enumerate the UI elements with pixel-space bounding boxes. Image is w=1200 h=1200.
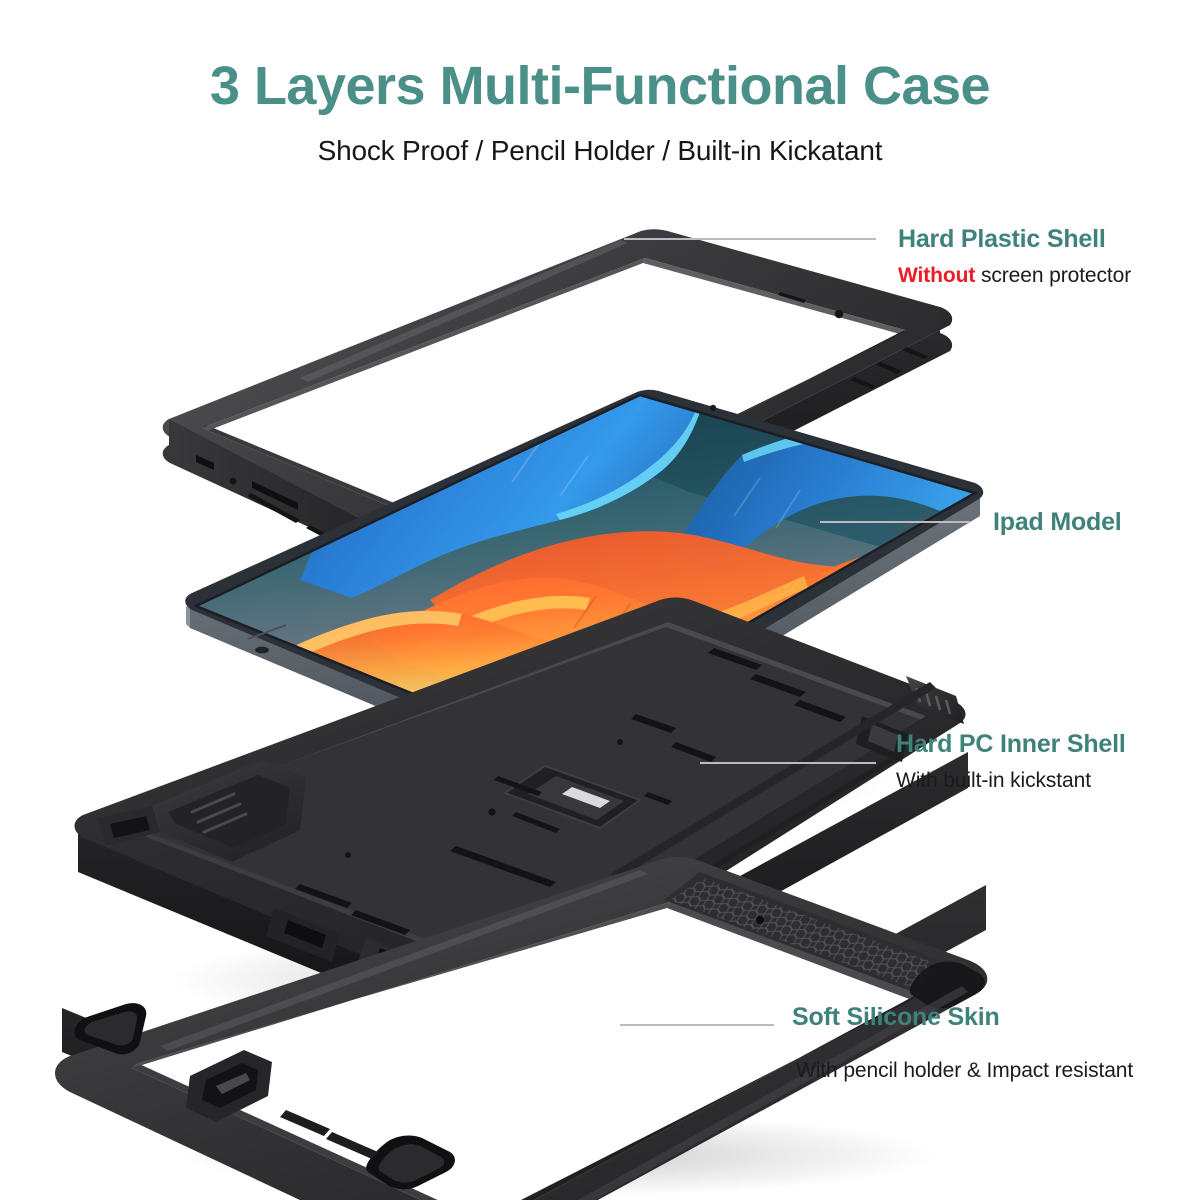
callout-sub-text-hard-pc-inner-shell: With built-in kickstant [896, 769, 1091, 793]
pencil-holder-block [98, 760, 306, 862]
leader-line-hard-pc-inner-shell [700, 762, 876, 764]
bezel-outer-top [162, 229, 953, 570]
layer-hard-plastic-shell [162, 229, 953, 596]
kickstand-tab [562, 787, 610, 808]
inner-shell-tray [118, 622, 926, 978]
callout-sub-rest-hard-plastic-shell: screen protector [975, 264, 1132, 288]
tablet-ports [255, 646, 781, 739]
callout-sub-soft-silicone-skin: With pencil holder & Impact resistant [796, 1057, 1133, 1084]
layer-ipad-model [185, 389, 984, 832]
kickstand[interactable] [494, 764, 672, 833]
callout-soft-silicone-skin: Soft Silicone Skin With pencil holder & … [792, 1002, 1133, 1085]
inner-shell-top [74, 597, 966, 1009]
bezel-side-left [162, 419, 479, 596]
tablet-front-bezel [185, 389, 984, 757]
callout-title-ipad-model: Ipad Model [993, 508, 1122, 536]
callout-sub-text-soft-silicone-skin: With pencil holder & Impact resistant [796, 1059, 1134, 1083]
bezel-left-cutouts [229, 477, 438, 596]
silicone-grip-texture [664, 872, 960, 994]
bezel-opening [202, 258, 905, 545]
page-title: 3 Layers Multi-Functional Case [209, 56, 991, 116]
tablet-speaker-grill [247, 514, 931, 640]
tablet-screen [196, 395, 975, 744]
leader-line-ipad-model [820, 521, 970, 523]
inner-shell-cutouts [295, 648, 864, 935]
front-camera-icon [709, 404, 717, 412]
callout-title-soft-silicone-skin: Soft Silicone Skin [792, 1003, 1000, 1031]
page-subtitle: Shock Proof / Pencil Holder / Built-in K… [317, 134, 883, 166]
callout-title-hard-plastic-shell: Hard Plastic Shell [898, 225, 1106, 253]
inner-shell-side [78, 752, 968, 1043]
bezel-right-cutouts [778, 292, 928, 389]
bezel-side-right [478, 307, 953, 592]
callout-sub-hard-plastic-shell: Without screen protector [898, 262, 1131, 289]
layer-hard-pc-inner-shell [74, 597, 968, 1043]
tablet-body-side [190, 498, 980, 776]
tablet-metal-corner [498, 757, 558, 789]
inner-shell-port-cluster [266, 908, 486, 998]
silicone-mic-hole [756, 916, 764, 924]
leader-line-hard-plastic-shell [624, 238, 876, 240]
silicone-port-cutouts [186, 1050, 378, 1159]
callout-hard-plastic-shell: Hard Plastic Shell Without screen protec… [898, 224, 1131, 290]
callout-hard-pc-inner-shell: Hard PC Inner Shell With built-in kickst… [896, 729, 1126, 795]
callout-ipad-model: Ipad Model [993, 507, 1122, 538]
leader-line-soft-silicone-skin [620, 1024, 774, 1026]
callout-title-hard-pc-inner-shell: Hard PC Inner Shell [896, 730, 1126, 758]
callout-sub-hard-pc-inner-shell: With built-in kickstant [896, 767, 1126, 794]
header: 3 Layers Multi-Functional Case Shock Pro… [0, 0, 1200, 167]
callout-emphasis-without: Without [898, 264, 976, 288]
screen-edge [192, 393, 979, 746]
bezel-bottom-notches [196, 455, 372, 564]
